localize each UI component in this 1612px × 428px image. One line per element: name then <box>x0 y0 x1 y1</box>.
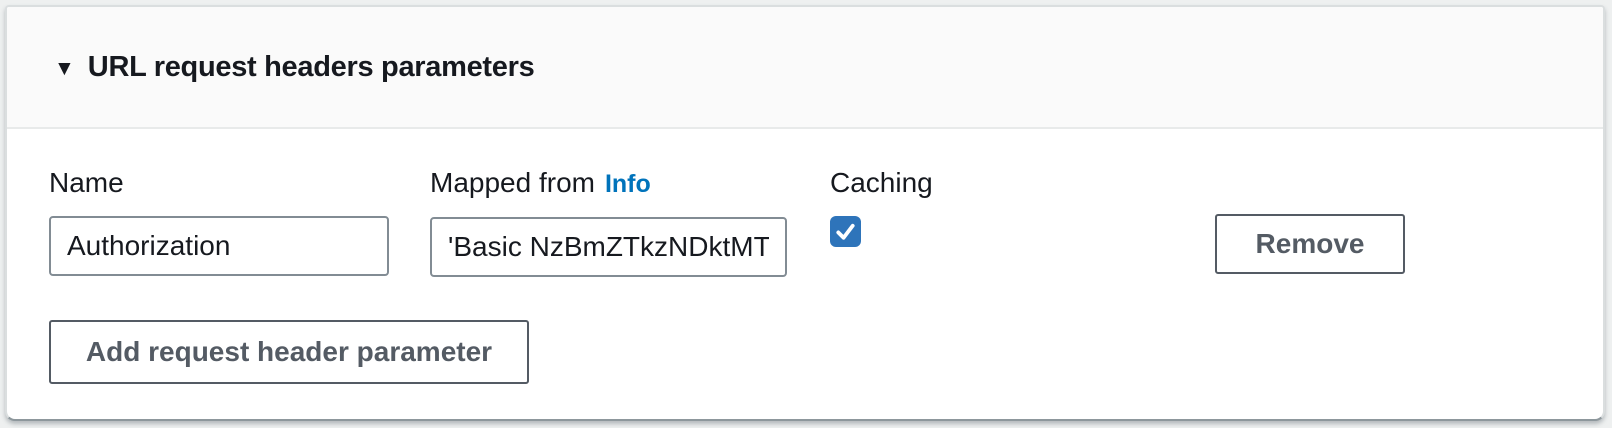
check-icon <box>836 223 855 240</box>
mapped-from-input[interactable] <box>430 217 787 277</box>
mapped-from-field-group: Mapped from Info <box>430 166 787 277</box>
info-link[interactable]: Info <box>604 170 651 198</box>
remove-button[interactable]: Remove <box>1215 214 1405 274</box>
name-field-group: Name <box>49 166 389 276</box>
caching-checkbox[interactable] <box>830 216 861 247</box>
collapse-caret-icon[interactable]: ▼ <box>54 56 75 80</box>
url-request-headers-section: ▼ URL request headers parameters Name Ma… <box>5 5 1605 421</box>
add-request-header-parameter-button[interactable]: Add request header parameter <box>49 320 529 384</box>
section-title: URL request headers parameters <box>87 50 535 83</box>
section-body: Name Mapped from Info Caching Remove Add … <box>7 129 1603 384</box>
mapped-from-label-text: Mapped from <box>430 167 595 198</box>
section-header[interactable]: ▼ URL request headers parameters <box>7 7 1603 129</box>
header-parameter-row: Name Mapped from Info Caching Remove <box>49 166 1561 277</box>
name-label: Name <box>49 167 124 198</box>
mapped-from-label: Mapped from Info <box>430 166 787 201</box>
name-input[interactable] <box>49 216 389 276</box>
caching-field-group: Caching <box>830 166 933 247</box>
caching-label: Caching <box>830 167 933 198</box>
